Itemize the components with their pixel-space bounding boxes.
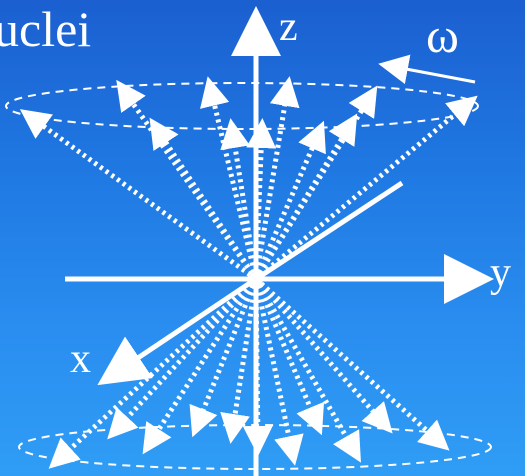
bottom-spin-vector [220,278,259,444]
y-axis-label: y [490,250,511,296]
top-spin-vectors [19,76,478,282]
top-spin-vector [116,79,259,281]
top-spin-vector [253,85,378,281]
bottom-spin-vector [107,277,258,440]
bottom-spin-vector [254,277,393,434]
bottom-spin-vector [253,278,325,436]
bottom-spin-vectors [48,277,450,469]
top-spin-vector [253,120,326,280]
bottom-spin-vector [253,278,304,466]
top-spin-vector [149,117,259,281]
bottom-spin-vector [142,277,259,455]
origin-nucleus [249,272,263,286]
x-axis-back [254,180,404,282]
bottom-spin-vector [253,277,361,463]
bottom-spin-vector [189,278,259,438]
z-axis-label: z [279,4,298,50]
top-spin-vector [253,76,300,280]
rotation-arrow [378,54,476,85]
top-spin-vector [220,118,259,280]
x-axis-label: x [70,336,91,382]
omega-rotation-label: ω [426,7,459,63]
top-spin-vector [19,109,258,282]
top-cone-rim [5,82,479,130]
top-spin-vector [254,95,478,281]
bottom-spin-vector [48,277,258,469]
slide-title-fragment: uclei [0,1,92,57]
top-spin-vector [200,76,259,280]
x-axis [97,276,258,386]
